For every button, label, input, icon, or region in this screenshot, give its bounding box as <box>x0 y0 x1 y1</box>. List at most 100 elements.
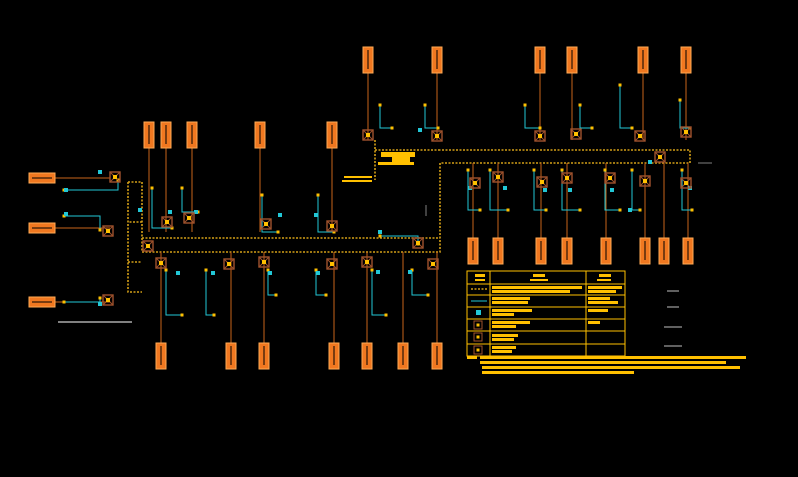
legend-text-bar <box>492 338 514 341</box>
connector-dot <box>98 296 102 300</box>
pipe-line <box>619 85 632 129</box>
connector-dot <box>276 230 280 234</box>
connector-dot <box>378 234 382 238</box>
valve-box <box>536 176 548 188</box>
pipe-line <box>681 170 692 211</box>
note-bar <box>480 361 726 364</box>
valve-assemblies <box>102 126 692 306</box>
legend-symbol-icon <box>473 345 483 355</box>
controller-icon <box>408 270 412 274</box>
valve-core <box>165 220 169 224</box>
valve-assembly-icon <box>427 258 439 270</box>
connector-dot <box>180 313 184 317</box>
pipe-line <box>524 105 540 129</box>
valve-box <box>260 218 272 230</box>
controller-icon <box>176 271 180 275</box>
hatch-block <box>344 176 372 178</box>
pipe-line <box>267 270 276 296</box>
pipe-line <box>679 100 690 129</box>
valve-box <box>469 177 481 189</box>
indoor-unit-icon <box>28 296 56 308</box>
valve-core <box>638 134 642 138</box>
legend-text-bar <box>492 346 516 349</box>
valve-box <box>634 130 646 142</box>
valve-box <box>362 129 374 141</box>
legend-symbol-icon <box>476 323 480 327</box>
legend-text-bar <box>492 286 582 289</box>
connector-dot <box>314 268 318 272</box>
legend-text-bar <box>588 286 622 289</box>
pipe-line <box>579 105 592 129</box>
connector-dot <box>638 208 642 212</box>
connector-dot <box>212 313 216 317</box>
connector-dot <box>590 126 594 130</box>
legend-text-bar <box>492 350 512 353</box>
valve-assembly-icon <box>109 171 121 183</box>
legend-text-bar <box>492 297 530 300</box>
pipe-line <box>424 105 438 129</box>
legend-text-bar <box>492 313 514 316</box>
pipe-line <box>317 195 334 233</box>
valve-core <box>227 262 231 266</box>
indoor-unit-icon <box>534 46 546 74</box>
valve-box <box>258 256 270 268</box>
controller-icon <box>278 213 282 217</box>
valve-assembly-icon <box>469 177 481 189</box>
legend-text-bar <box>492 290 570 293</box>
valve-box <box>326 220 338 232</box>
legend-symbol-icon <box>473 332 483 342</box>
valve-core <box>538 134 542 138</box>
valve-core <box>684 181 688 185</box>
valve-box <box>654 151 666 163</box>
legend-text-bar <box>492 334 518 337</box>
valve-assembly-icon <box>258 256 270 268</box>
valve-assembly-icon <box>223 258 235 270</box>
valve-box <box>534 130 546 142</box>
connector-dot <box>544 208 548 212</box>
connector-dot <box>150 186 154 190</box>
pipe-line <box>379 105 392 129</box>
indoor-unit-icon <box>566 46 578 74</box>
controller-icon <box>378 230 382 234</box>
controller-icon <box>98 302 102 306</box>
pipe-line <box>165 270 182 316</box>
controller-icon <box>64 212 68 216</box>
pipe-line <box>315 270 326 296</box>
valve-assembly-icon <box>161 216 173 228</box>
controller-icon <box>314 213 318 217</box>
legend-text-bar <box>588 309 608 312</box>
connector-dot <box>164 268 168 272</box>
duct-line <box>127 182 142 293</box>
legend-header-bar <box>530 279 548 281</box>
valve-box <box>604 172 616 184</box>
legend-text-bar <box>492 301 528 304</box>
legend-text-bar <box>492 325 516 328</box>
connector-dot <box>690 208 694 212</box>
controller-icon <box>610 188 614 192</box>
connector-dot <box>466 168 470 172</box>
connector-dot <box>538 126 542 130</box>
valve-assembly-icon <box>492 171 504 183</box>
connector-dot <box>532 168 536 172</box>
connector-dot <box>578 103 582 107</box>
note-bar <box>480 356 746 359</box>
legend-text-bar <box>492 309 532 312</box>
valve-core <box>330 224 334 228</box>
valve-core <box>146 244 150 248</box>
valve-assembly-icon <box>142 240 154 252</box>
controller-icon <box>543 188 547 192</box>
valve-box <box>109 171 121 183</box>
valve-box <box>183 212 195 224</box>
duct-network <box>127 140 691 293</box>
valve-assembly-icon <box>326 258 338 270</box>
connector-dot <box>423 103 427 107</box>
pipe-line <box>411 270 428 296</box>
valve-core <box>643 179 647 183</box>
valve-assembly-icon <box>326 220 338 232</box>
indoor-unit-icon <box>431 342 443 370</box>
indoor-unit-icon <box>561 237 573 265</box>
indoor-unit-icon <box>431 46 443 74</box>
legend-text-bar <box>588 290 616 293</box>
connector-dot <box>680 168 684 172</box>
